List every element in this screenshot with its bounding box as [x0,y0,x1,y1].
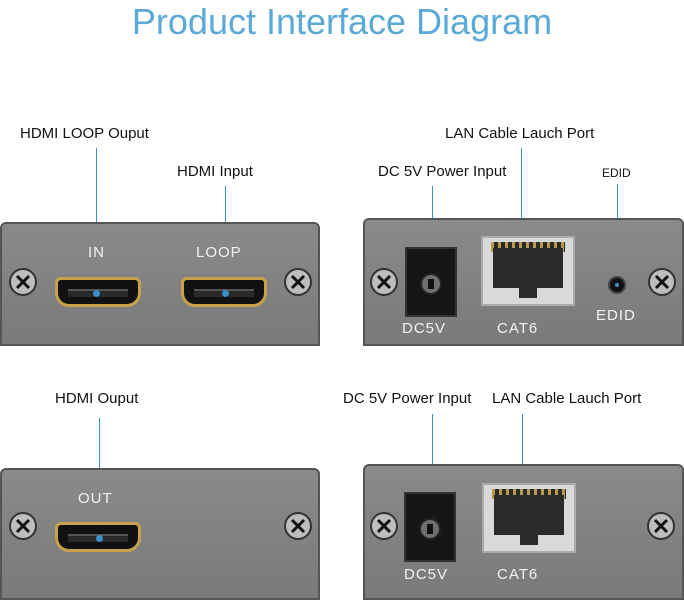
screw-icon [370,268,398,296]
callout-hdmi-output: HDMI Ouput [55,390,139,407]
callout-lan-port-bottom: LAN Cable Lauch Port [492,390,642,407]
dc-power-jack-bottom [404,492,456,562]
rj45-port-bottom [482,483,576,553]
callout-lan-port-top: LAN Cable Lauch Port [445,125,595,142]
callout-dc-power-bottom: DC 5V Power Input [343,390,472,407]
callout-hdmi-loop-output: HDMI LOOP Ouput [20,125,149,142]
port-label-cat6-top: CAT6 [497,320,539,337]
callout-hdmi-input: HDMI Input [177,163,253,180]
leader-dot [222,290,229,297]
callout-dc-power-top: DC 5V Power Input [378,163,507,180]
port-label-cat6-bottom: CAT6 [497,566,539,583]
diagram-title: Product Interface Diagram [131,1,553,42]
port-label-dc5v-bottom: DC5V [404,566,449,583]
screw-icon [284,268,312,296]
callout-edid: EDID [602,166,631,180]
port-label-loop: LOOP [196,244,242,261]
receiver-hdmi-panel [0,468,320,600]
port-label-edid: EDID [596,307,636,324]
screw-icon [284,512,312,540]
port-label-in: IN [88,244,105,261]
port-label-dc5v-top: DC5V [402,320,447,337]
screw-icon [647,512,675,540]
screw-icon [9,512,37,540]
screw-icon [648,268,676,296]
leader-dot [96,535,103,542]
port-label-out: OUT [78,490,113,507]
edid-button [608,276,626,294]
transmitter-panel [0,222,320,346]
screw-icon [370,512,398,540]
leader-line-hdmi-loop-output [96,148,97,294]
dc-power-jack-top [405,247,457,317]
screw-icon [9,268,37,296]
leader-dot [93,290,100,297]
leader-line-lan-port-top [521,148,522,260]
rj45-port-top [481,236,575,306]
